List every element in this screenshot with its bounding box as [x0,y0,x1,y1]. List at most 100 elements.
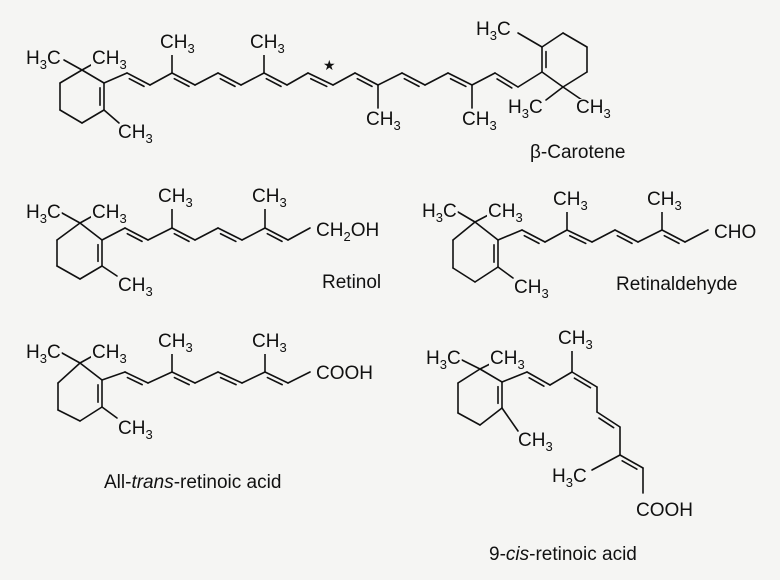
double-bond-inner [621,460,638,470]
single-bond [57,362,81,384]
atom-label: H3C [426,348,461,372]
double-bond-inner [219,232,237,243]
double-bond [217,72,242,86]
atom-label: CH3 [118,275,153,299]
atom-label: CH3 [160,32,195,56]
single-bond [59,69,83,84]
atom-label: CHO [714,222,756,243]
atom-label: H3C [26,48,61,72]
double-bond-inner [126,232,143,243]
atom-label: CH3 [92,48,127,72]
double-bond [171,227,196,241]
atom-label: CH3 [490,348,525,372]
double-bond [571,371,598,388]
double-bond-inner [173,232,190,243]
double-bond [494,72,519,88]
double-bond-inner [403,77,420,88]
double-bond [171,371,196,384]
single-bond [287,371,311,384]
single-bond [471,72,496,86]
double-bond [401,72,426,86]
double-bond-inner [266,232,283,243]
single-bond [56,222,81,241]
single-bond [79,265,103,280]
single-bond [562,86,583,101]
compound-name: Retinol [322,272,381,293]
double-bond-inner [523,234,540,245]
single-bond [501,371,528,383]
single-bond [461,359,481,370]
single-bond [562,71,588,88]
atom-label: CH3 [118,418,153,442]
compound-name: Retinaldehyde [616,274,737,295]
double-bond-inner [449,77,467,88]
double-bond-inner [356,77,373,88]
double-bond-inner [616,234,633,245]
single-bond [452,221,476,241]
compound-name: β-Carotene [530,142,625,163]
double-bond-inner [219,77,236,88]
single-bond [457,412,481,426]
atom-label: H3C [26,202,61,226]
double-bond-inner [173,376,190,386]
single-bond [497,229,523,241]
double-bond-inner [496,78,513,89]
single-bond [59,109,83,124]
single-bond [332,72,356,86]
single-bond [474,266,499,283]
double-bond [354,72,379,86]
atom-label: CH3 [250,32,285,56]
double-bond [124,371,149,384]
single-bond [101,265,118,277]
single-bond [637,229,663,243]
single-bond [147,227,173,241]
single-bond [424,72,449,86]
single-bond [457,368,481,384]
compound-name: All-trans-retinoic acid [104,472,281,493]
atom-label: CH3 [553,189,588,213]
single-bond [56,265,81,280]
single-bond [147,371,173,384]
atom-label: CH3 [462,109,497,133]
single-bond [541,71,564,88]
double-bond-inner [266,376,283,386]
atom-label: H3C [422,201,457,225]
single-bond [241,227,266,241]
atom-label: H3C [552,466,587,490]
atom-label: CH3 [118,122,153,146]
single-bond [452,267,476,283]
atom-label: CH3 [647,189,682,213]
single-bond [479,368,503,383]
atom-label: COOH [636,500,693,521]
single-bond [61,352,81,364]
single-bond [194,371,219,384]
single-bond [101,371,126,381]
double-bond-inner [219,376,237,386]
double-bond [126,72,151,86]
atom-label: CH3 [488,201,523,225]
double-bond [596,411,621,428]
single-bond [61,212,81,224]
double-bond-inner [309,77,328,88]
double-bond [124,227,149,241]
double-bond [217,371,243,384]
single-bond [149,72,173,86]
double-bond-inner [598,417,615,429]
double-bond-inner [265,77,282,88]
single-bond [81,69,105,84]
double-bond-inner [126,376,143,386]
single-bond [501,407,519,432]
single-bond [287,227,311,241]
double-bond [619,454,644,469]
star-marker-icon: ★ [323,58,336,74]
single-bond [57,409,81,422]
double-bond [171,72,196,86]
single-bond [517,71,543,88]
atom-label: CH3 [92,342,127,366]
double-bond [521,229,546,243]
single-bond [79,406,103,422]
atom-label: COOH [316,363,373,384]
